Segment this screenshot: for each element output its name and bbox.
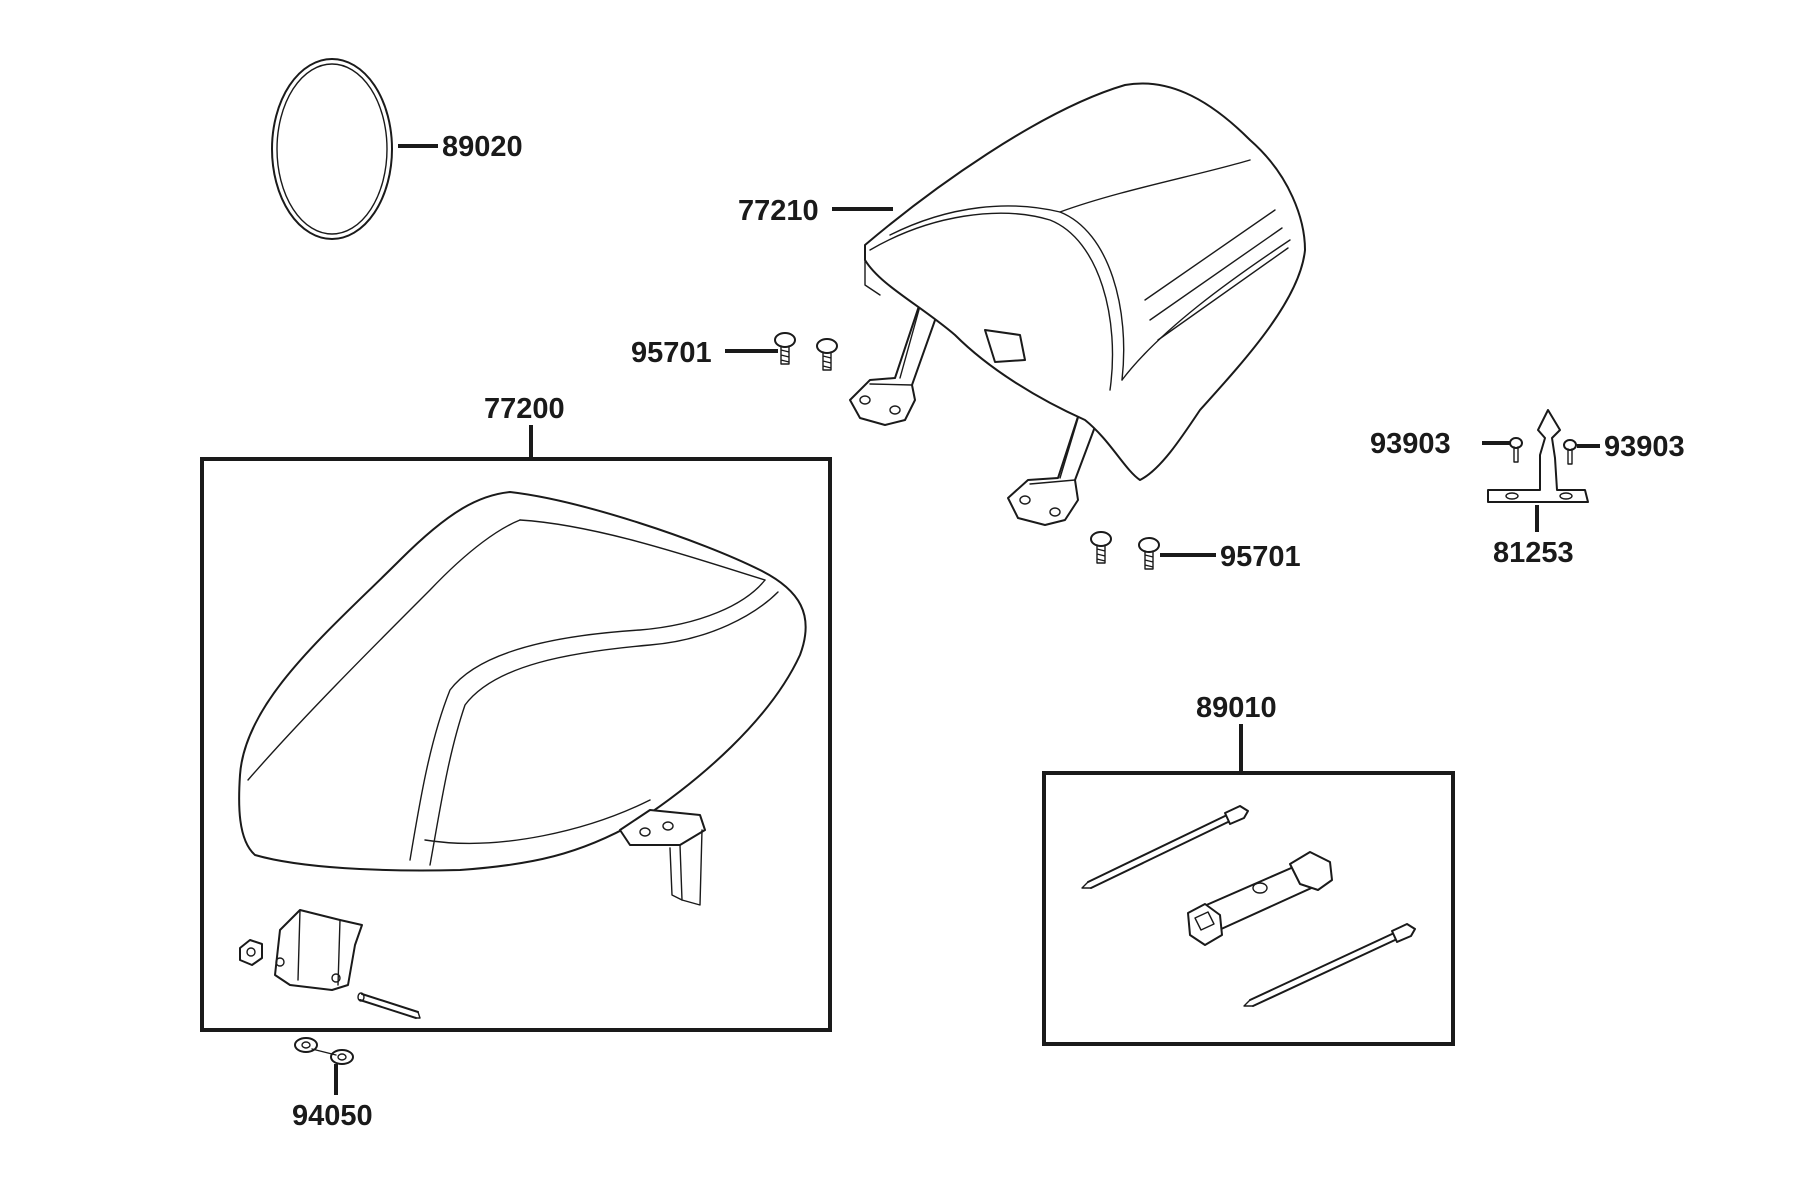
- label-95701-lower: 95701: [1220, 541, 1301, 573]
- part-77210-rear-seat: [849, 82, 1306, 526]
- part-89010-spark-plug-wrench: [1187, 851, 1333, 946]
- part-77200-pin: [357, 992, 421, 1019]
- part-81253-bracket: [1487, 409, 1589, 503]
- label-93903-left: 93903: [1370, 428, 1451, 460]
- label-89020: 89020: [442, 131, 523, 163]
- part-94050-washers: [294, 1037, 354, 1065]
- label-94050: 94050: [292, 1100, 373, 1132]
- part-89020-ring: [271, 58, 393, 240]
- part-95701-bolts-upper: [774, 332, 838, 371]
- part-89010-screwdriver-lower: [1243, 923, 1416, 1007]
- part-89010-screwdriver-upper: [1081, 805, 1249, 889]
- label-77210: 77210: [738, 195, 819, 227]
- part-89010-box: [1042, 771, 1455, 1046]
- part-93903-screw-left: [1509, 437, 1523, 463]
- part-77200-hinge: [274, 909, 363, 991]
- part-77200-main-seat: [238, 491, 807, 872]
- part-93903-screw-right: [1563, 439, 1577, 465]
- label-93903-right: 93903: [1604, 431, 1685, 463]
- label-89010: 89010: [1196, 692, 1277, 724]
- part-77200-nut: [239, 939, 263, 966]
- label-95701-upper: 95701: [631, 337, 712, 369]
- part-77200-box: [200, 457, 832, 1032]
- label-77200: 77200: [484, 393, 565, 425]
- part-77200-rear-bracket: [619, 809, 706, 906]
- part-95701-bolts-lower: [1090, 531, 1160, 570]
- label-81253: 81253: [1493, 537, 1574, 569]
